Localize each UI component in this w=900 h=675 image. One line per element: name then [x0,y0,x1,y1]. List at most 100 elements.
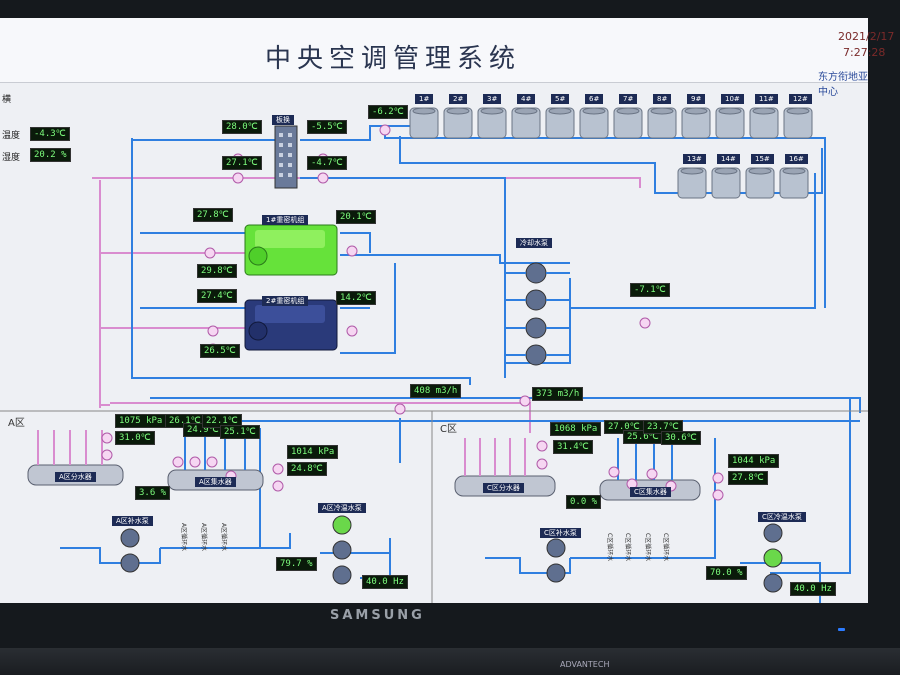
cooling-tower-label: 8# [653,94,672,104]
keyboard-brand: ADVANTECH [560,660,610,669]
chiller-1-return-temp: 29.8℃ [197,264,237,278]
organization-name: 东方衔地亚中心 [818,72,868,98]
cooling-tower-fan-3 [480,107,504,115]
cooling-tower-fan-12 [786,107,810,115]
cooling-tower-fan-13 [680,167,704,175]
zone-c-return-temp: 27.8℃ [728,471,768,485]
cooling-tower-label: 7# [619,94,638,104]
cooling-tower-fan-11 [752,107,776,115]
zone-a-branch-temp-4: 25.1℃ [220,425,260,439]
cooling-tower-label: 6# [585,94,604,104]
chiller-2-label: 2#重密机组 [262,296,309,306]
zone-c-divider-label: C区分水器 [483,483,524,493]
cooling-tower-label: 10# [721,94,744,104]
zone-c-supply-temp: 31.4℃ [553,440,593,454]
time-display: 7:27:28 [843,46,886,59]
cooling-pump-label: 冷却水泵 [516,238,552,248]
zone-c-supply-pressure: 1068 kPa [550,422,602,436]
cooling-tower-label: 4# [517,94,536,104]
date-display: 2021/2/17 [838,30,895,43]
cooling-tower-fan-5 [548,107,572,115]
zone-a-branch-temp-3: 22.1℃ [202,414,242,428]
pipe-diagram: A区循环水 A区循环水 A区循环水 C区循环水 C区循环水 C区循环水 C区循环… [0,107,868,603]
cooling-tower-label: 12# [789,94,812,104]
hx-out-left-temp: 27.1℃ [222,156,262,170]
header-bar: 中央空调管理系统 2021/2/17 7:27:28 东方衔地亚中心 [0,18,894,98]
outdoor-cut-label: 横 [2,95,12,105]
svg-text:C区循环水: C区循环水 [662,533,670,561]
hx-in-right-temp: -5.5℃ [307,120,347,134]
zone-a-return-temp: 24.8℃ [287,462,327,476]
cooling-return-temp: -7.1℃ [630,283,670,297]
zone-c-pump-freq: 40.0 Hz [790,582,836,596]
zone-a-chw-pump-label: A区冷温水泵 [318,503,366,513]
cooling-tower-label: 14# [717,154,740,164]
outdoor-temp-value: -4.3℃ [30,127,70,141]
cooling-tower-label: 2# [449,94,468,104]
hx-out-right-temp: -4.7℃ [307,156,347,170]
cooling-tower-fan-6 [582,107,606,115]
cooling-tower-fan-14 [714,167,738,175]
chiller-1-in-temp: 27.8℃ [193,208,233,222]
zone-a-label: A区 [8,418,25,429]
zone-c-bypass-pct: 70.0 % [706,566,747,580]
zone-c-label: C区 [440,424,457,435]
svg-text:A区循环水: A区循环水 [180,523,188,551]
zone-a-divider-label: A区分水器 [55,472,96,482]
chiller-2-out-temp: 14.2℃ [336,291,376,305]
cooling-tower-label: 16# [785,154,808,164]
zone-a-collector-label: A区集水器 [195,477,236,487]
cooling-tower-fan-2 [446,107,470,115]
cooling-tower-fan-16 [782,167,806,175]
cooling-tower-fan-4 [514,107,538,115]
zone-c-flow: 373 m3/h [532,387,584,401]
svg-text:C区循环水: C区循环水 [606,533,614,561]
outdoor-humid-label: 湿度 [2,153,21,163]
zone-a-return-pressure: 1014 kPa [287,445,339,459]
monitor-brand-logo: SAMSUNG [330,608,425,623]
svg-text:C区循环水: C区循环水 [624,533,632,561]
page-title: 中央空调管理系统 [265,44,522,74]
zone-c-makeup-pump-label: C区补水泵 [540,528,581,538]
outdoor-temp-label: 温度 [2,131,21,141]
tower-supply-temp: -6.2℃ [368,105,408,119]
svg-text:A区循环水: A区循环水 [220,523,228,551]
zone-a-pump-freq: 40.0 Hz [362,575,408,589]
svg-text:C区循环水: C区循环水 [644,533,652,561]
svg-text:A区循环水: A区循环水 [200,523,208,551]
scada-screen: 中央空调管理系统 2021/2/17 7:27:28 东方衔地亚中心 [0,18,894,603]
cooling-tower-label: 15# [751,154,774,164]
zone-c-branch-temp-4: 30.6℃ [661,431,701,445]
zone-a-flow: 408 m3/h [410,384,462,398]
plate-heat-exchanger [274,125,298,189]
cooling-tower-fan-15 [748,167,772,175]
cooling-tower-fan-9 [684,107,708,115]
cooling-tower-label: 5# [551,94,570,104]
zone-c-valve-pct: 0.0 % [566,495,602,509]
cooling-tower-label: 9# [687,94,706,104]
heat-exchanger-label: 板换 [272,115,294,125]
zone-a-supply-temp: 31.0℃ [115,431,155,445]
hx-in-left-temp: 28.0℃ [222,120,262,134]
cooling-tower-label: 13# [683,154,706,164]
zone-a-supply-pressure: 1075 kPa [115,414,167,428]
zone-c-return-pressure: 1044 kPa [728,454,780,468]
zone-a-bypass-pct: 79.7 % [276,557,317,571]
cooling-tower-fan-7 [616,107,640,115]
cooling-tower-label: 1# [415,94,434,104]
chiller-2-return-temp: 26.5℃ [200,344,240,358]
zone-c-collector-label: C区集水器 [630,487,671,497]
cooling-tower-label: 11# [755,94,778,104]
chiller-1-label: 1#重密机组 [262,215,309,225]
power-led [838,628,845,631]
keyboard-strip [0,648,900,675]
outdoor-humid-value: 20.2 % [30,148,71,162]
cooling-tower-fan-1 [412,107,436,115]
zone-c-chw-pump-label: C区冷温水泵 [758,512,806,522]
chiller-1-out-temp: 20.1℃ [336,210,376,224]
cooling-tower-fan-8 [650,107,674,115]
zone-a-makeup-pump-label: A区补水泵 [112,516,153,526]
chiller-2-in-temp: 27.4℃ [197,289,237,303]
cooling-tower-label: 3# [483,94,502,104]
cooling-tower-fan-10 [718,107,742,115]
